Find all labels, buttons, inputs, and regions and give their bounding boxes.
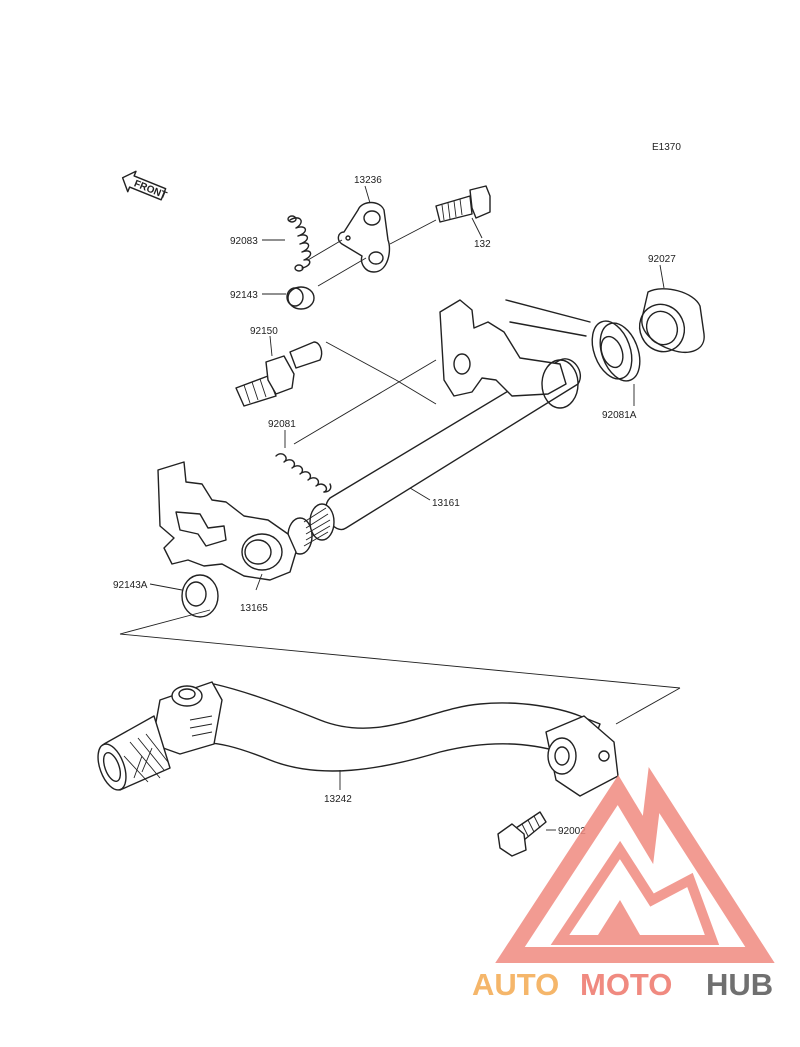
label-132: 132 (474, 239, 491, 250)
front-arrow-icon: FRONT (121, 170, 168, 202)
automotohub-logo (495, 766, 775, 963)
bolt-92002 (497, 811, 547, 857)
pedal-13242 (97, 681, 619, 797)
logo-text-moto: MOTO (580, 967, 672, 1002)
leader-lines (119, 185, 681, 831)
label-13242: 13242 (324, 794, 352, 805)
label-92083: 92083 (230, 236, 258, 247)
logo-text-auto: AUTO (472, 967, 559, 1002)
logo-text-hub: HUB (706, 967, 773, 1002)
label-92143A: 92143A (113, 580, 148, 591)
label-13161: 13161 (432, 498, 460, 509)
diagram-code: E1370 (652, 142, 681, 153)
plate-13236 (337, 201, 391, 273)
label-92081: 92081 (268, 419, 296, 430)
plate-13165 (157, 461, 297, 581)
bolt-132 (435, 185, 491, 223)
washer-92143A (181, 574, 219, 618)
spring-92081 (275, 453, 332, 493)
label-92002: 92002 (558, 826, 586, 837)
spring-92081A (505, 299, 641, 382)
label-13165: 13165 (240, 603, 268, 614)
pin-92150 (235, 341, 323, 407)
collar-92143 (286, 286, 315, 310)
label-92150: 92150 (250, 326, 278, 337)
label-92027: 92027 (648, 254, 676, 265)
label-92143: 92143 (230, 290, 258, 301)
shaft-13161 (287, 299, 581, 555)
label-92081A: 92081A (602, 410, 637, 421)
label-13236: 13236 (354, 175, 382, 186)
spring-92083 (287, 215, 312, 272)
bushing-92027 (638, 288, 705, 353)
